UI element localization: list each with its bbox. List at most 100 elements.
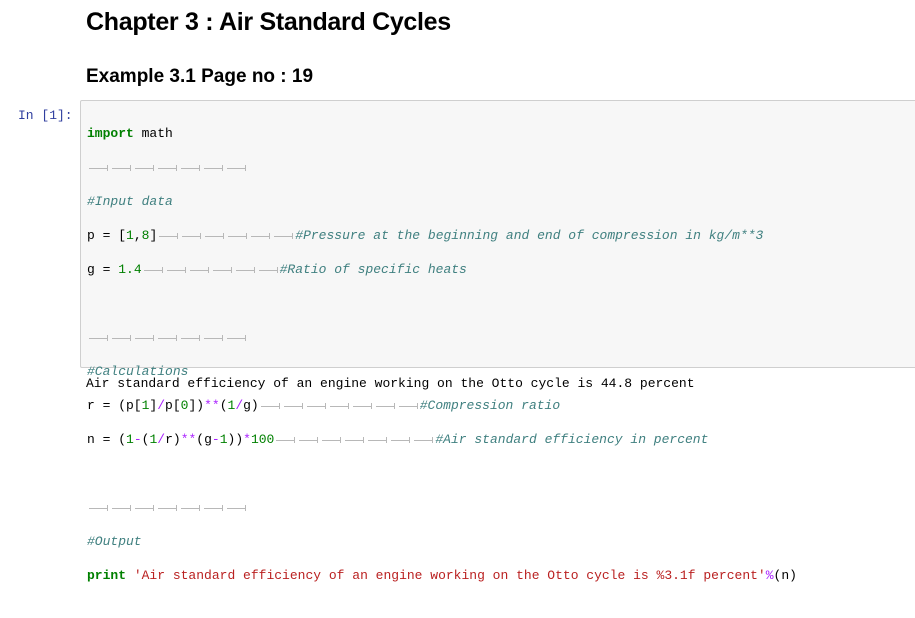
comment: #Air standard efficiency in percent xyxy=(435,432,709,447)
tab-marker xyxy=(397,397,420,414)
code-line-1: import math xyxy=(87,125,797,142)
code-line-6 xyxy=(87,295,797,312)
comment: #Pressure at the beginning and end of co… xyxy=(295,228,764,243)
operator: / xyxy=(157,432,166,447)
comment: #Compression ratio xyxy=(419,398,561,413)
tab-marker xyxy=(225,499,248,516)
tab-marker xyxy=(328,397,351,414)
code-line-14: print 'Air standard efficiency of an eng… xyxy=(87,567,797,584)
operator: % xyxy=(765,568,774,583)
tab-marker xyxy=(225,329,248,346)
tab-marker xyxy=(389,431,412,448)
operator: ** xyxy=(180,432,197,447)
code-text: p[ xyxy=(165,398,181,413)
tab-marker xyxy=(226,227,249,244)
number: 1 xyxy=(126,432,134,447)
code-text: , xyxy=(133,228,142,243)
tab-marker xyxy=(211,261,234,278)
tab-marker xyxy=(179,159,202,176)
tab-marker xyxy=(320,431,343,448)
code-text: (n) xyxy=(773,568,797,583)
code-text: ]) xyxy=(188,398,205,413)
tab-marker xyxy=(179,499,202,516)
operator: * xyxy=(243,432,251,447)
tab-marker xyxy=(165,261,188,278)
operator: - xyxy=(211,432,220,447)
code-line-4: p = [1,8] #Pressure at the beginning and … xyxy=(87,227,797,244)
tab-marker xyxy=(249,227,272,244)
code-text: ( xyxy=(141,432,150,447)
cell-output: Air standard efficiency of an engine wor… xyxy=(86,376,695,391)
code-line-5: g = 1.4 #Ratio of specific heats xyxy=(87,261,797,278)
code-text: g = xyxy=(87,262,119,277)
code-line-13: #Output xyxy=(87,533,797,550)
code-cell[interactable]: import math #Input data p = [1,8]#Pressu… xyxy=(80,100,915,583)
operator: ** xyxy=(204,398,220,413)
operator: - xyxy=(133,432,142,447)
tab-marker xyxy=(257,261,280,278)
comment: #Output xyxy=(87,534,142,549)
code-text: r) xyxy=(165,432,181,447)
code-line-9: r = (p[1]/p[0])**(1/g)#Compression ratio xyxy=(87,397,797,414)
tab-marker xyxy=(110,159,133,176)
number: 1 xyxy=(141,398,150,413)
tab-marker xyxy=(156,329,179,346)
tab-marker xyxy=(225,159,248,176)
number: 100 xyxy=(250,432,275,447)
tab-marker xyxy=(87,499,110,516)
code-text: ( xyxy=(219,398,228,413)
tab-marker xyxy=(272,227,295,244)
tab-marker xyxy=(366,431,389,448)
code-text: (g xyxy=(196,432,212,447)
tab-marker xyxy=(156,499,179,516)
code-text: math xyxy=(133,126,173,141)
code-line-8: #Calculations xyxy=(87,363,797,380)
number: 1.4 xyxy=(118,262,142,277)
chapter-heading: Chapter 3 : Air Standard Cycles xyxy=(86,8,451,36)
tab-marker xyxy=(305,397,328,414)
code-text: p = [ xyxy=(87,228,127,243)
tab-marker xyxy=(351,397,374,414)
code-text: ] xyxy=(149,398,158,413)
tab-marker xyxy=(259,397,282,414)
number: 1 xyxy=(219,432,228,447)
operator: / xyxy=(157,398,166,413)
code-text xyxy=(126,568,134,583)
tab-marker xyxy=(179,329,202,346)
tab-marker xyxy=(133,159,156,176)
number: 8 xyxy=(141,228,150,243)
tab-marker xyxy=(133,329,156,346)
code-text: n = ( xyxy=(87,432,127,447)
tab-marker xyxy=(133,499,156,516)
tab-marker xyxy=(412,431,435,448)
keyword-import: import xyxy=(87,126,134,141)
code-text: )) xyxy=(227,432,244,447)
code-text: g) xyxy=(243,398,259,413)
comment: #Ratio of specific heats xyxy=(279,262,467,277)
operator: / xyxy=(235,398,244,413)
tab-marker xyxy=(202,329,225,346)
code-line-7 xyxy=(87,329,797,346)
number: 1 xyxy=(149,432,158,447)
tab-marker xyxy=(180,227,203,244)
comment: #Input data xyxy=(87,194,173,209)
tab-marker xyxy=(87,329,110,346)
number: 0 xyxy=(180,398,189,413)
tab-marker xyxy=(87,159,110,176)
number: 1 xyxy=(227,398,236,413)
tab-marker xyxy=(157,227,180,244)
tab-marker xyxy=(274,431,297,448)
code-line-12 xyxy=(87,499,797,516)
number: 1 xyxy=(126,228,134,243)
tab-marker xyxy=(110,329,133,346)
code-text: r = (p[ xyxy=(87,398,142,413)
tab-marker xyxy=(156,159,179,176)
tab-marker xyxy=(234,261,257,278)
example-heading: Example 3.1 Page no : 19 xyxy=(86,66,314,87)
tab-marker xyxy=(142,261,165,278)
code-editor[interactable]: import math #Input data p = [1,8]#Pressu… xyxy=(87,108,797,618)
tab-marker xyxy=(188,261,211,278)
code-line-11 xyxy=(87,465,797,482)
code-text: ] xyxy=(149,228,158,243)
cell-prompt: In [1]: xyxy=(18,108,73,123)
